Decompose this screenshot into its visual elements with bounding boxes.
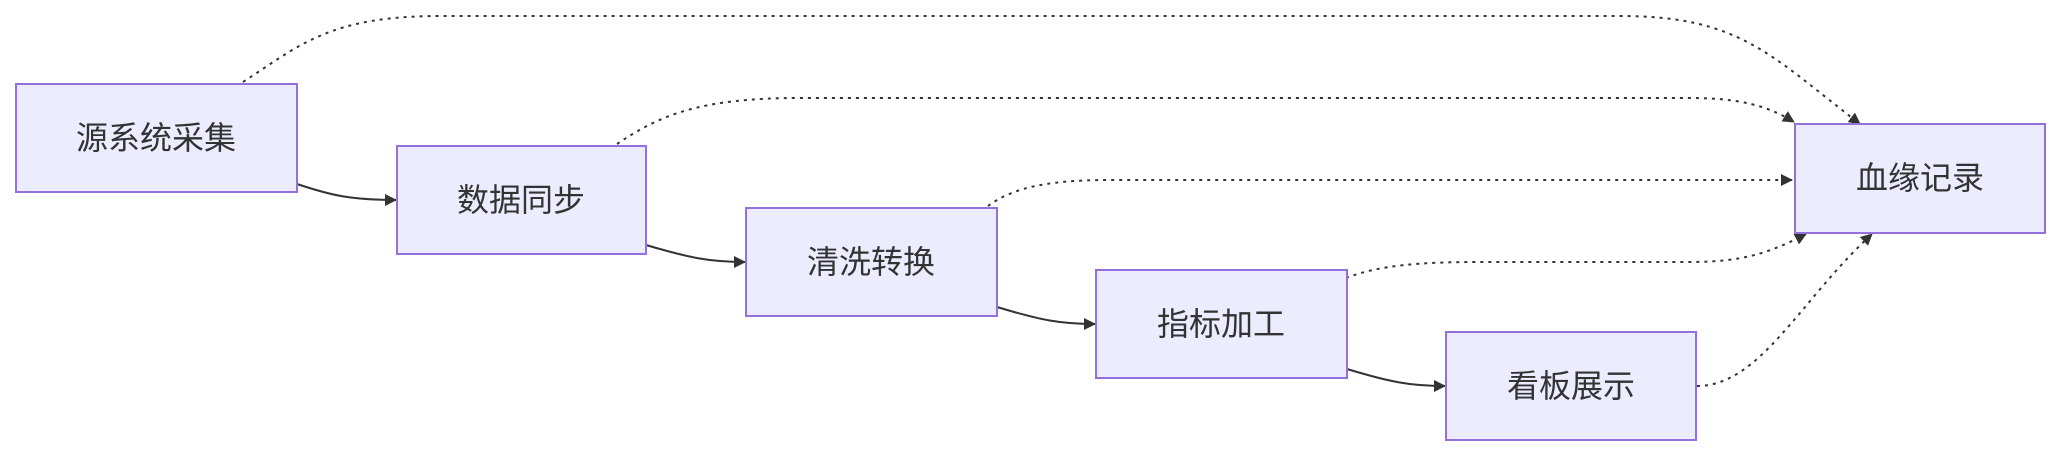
edge-clean-to-metric [996,306,1096,330]
edges [242,15,1873,392]
node-label-metric: 指标加工 [1157,305,1285,343]
node-source[interactable]: 源系统采集 [15,83,298,193]
edge-board-to-lineage [1696,233,1873,387]
node-lineage[interactable]: 血缘记录 [1794,123,2046,234]
node-sync[interactable]: 数据同步 [396,145,647,255]
node-label-lineage: 血缘记录 [1856,159,1984,197]
node-label-source: 源系统采集 [76,119,236,157]
node-label-board: 看板展示 [1507,367,1635,405]
edge-source-to-lineage [242,15,1861,125]
edge-sync-to-clean [645,244,746,268]
node-board[interactable]: 看板展示 [1445,331,1697,441]
node-label-sync: 数据同步 [457,181,585,219]
edge-clean-to-lineage [987,174,1793,207]
node-clean[interactable]: 清洗转换 [745,207,998,317]
edge-metric-to-lineage [1345,233,1807,279]
node-metric[interactable]: 指标加工 [1095,269,1348,379]
node-label-clean: 清洗转换 [807,243,935,281]
edge-metric-to-board [1346,368,1446,392]
edge-source-to-sync [296,183,397,206]
edge-sync-to-lineage [616,97,1795,145]
